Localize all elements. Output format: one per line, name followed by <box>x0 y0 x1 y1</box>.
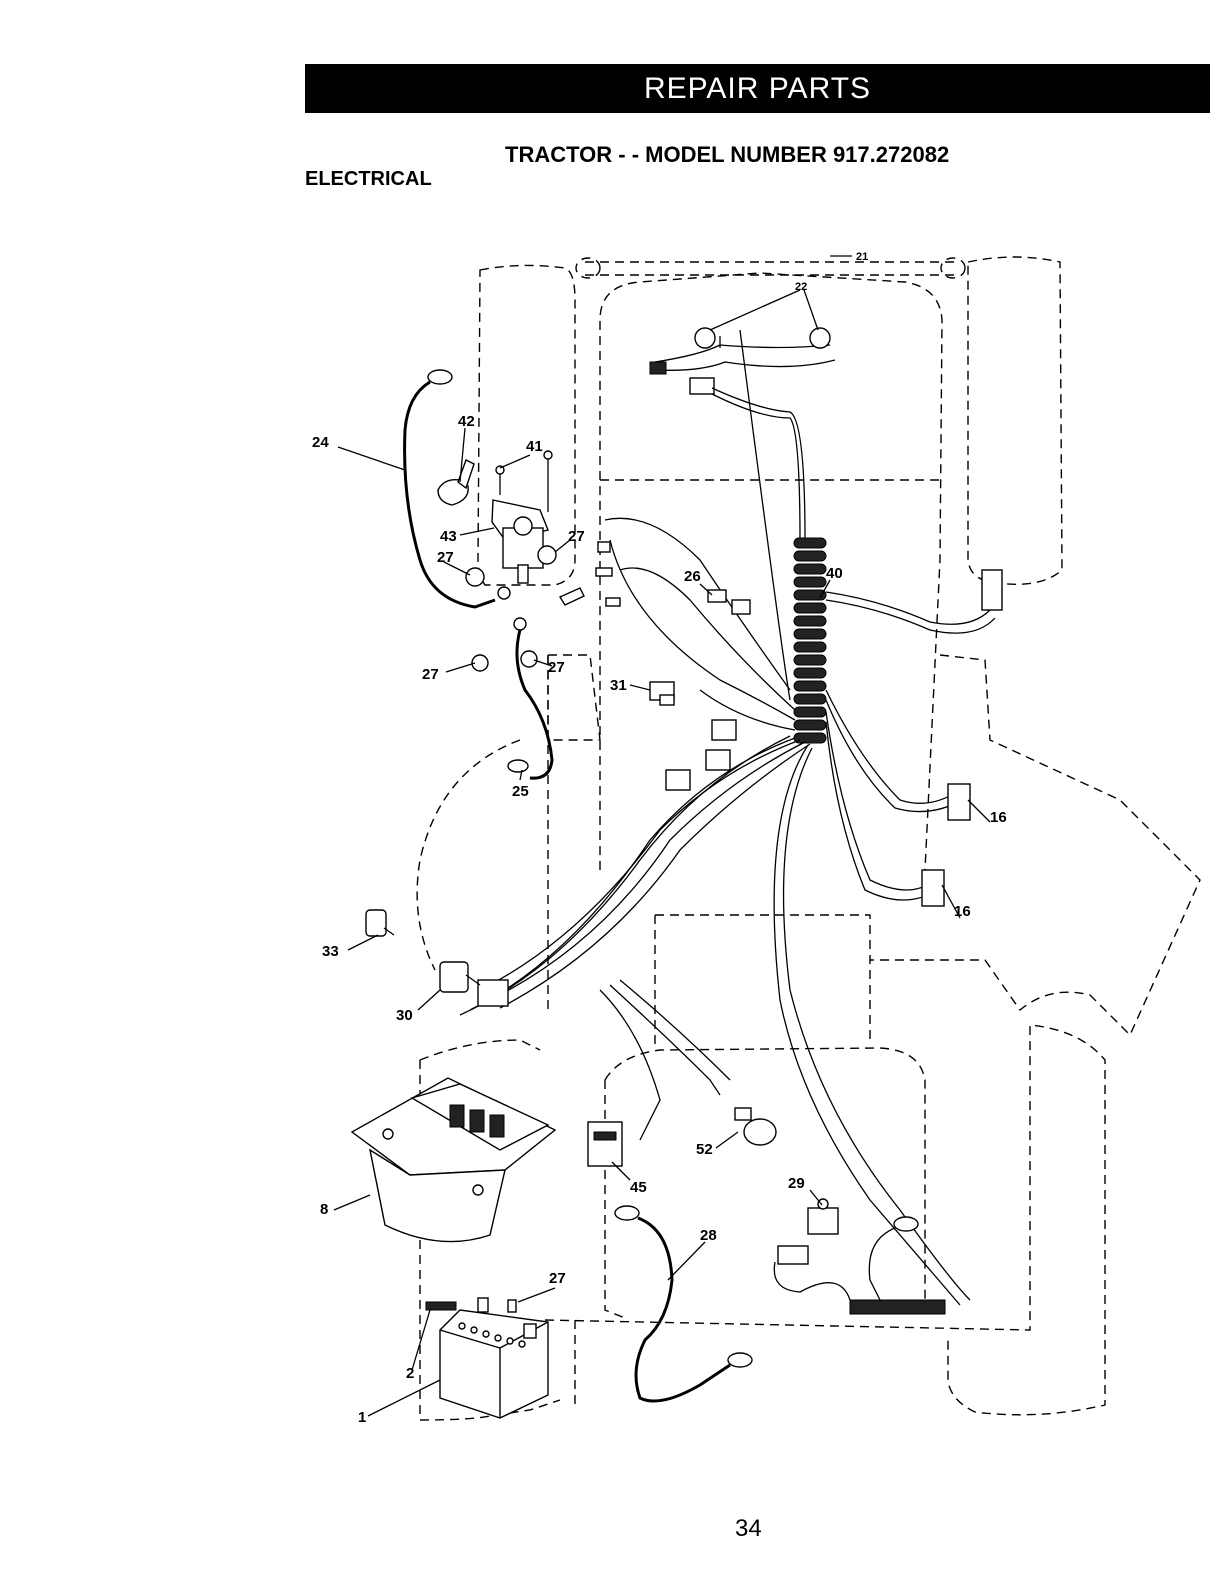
callout-27-lower-right: 27 <box>548 659 565 676</box>
solenoid-assembly <box>437 450 585 672</box>
hour-meter-45 <box>587 1121 623 1167</box>
ignition-switch-30 <box>439 961 509 1007</box>
callout-29: 29 <box>788 1175 805 1192</box>
callout-27-battery: 27 <box>549 1270 566 1287</box>
callout-33: 33 <box>322 943 339 960</box>
repair-parts-banner: REPAIR PARTS <box>305 64 1210 113</box>
callout-45: 45 <box>630 1179 647 1196</box>
callout-27-lower-left: 27 <box>422 666 439 683</box>
ground-cable-28 <box>614 1205 753 1403</box>
callout-31: 31 <box>610 677 627 694</box>
callout-leaders <box>333 255 991 1417</box>
relay-31 <box>649 681 675 706</box>
cable-25 <box>507 629 554 780</box>
ignition-key-33 <box>365 909 395 937</box>
callout-21: 21 <box>856 251 868 263</box>
switch-29 <box>773 1198 946 1315</box>
callout-40: 40 <box>826 565 843 582</box>
connector-26 <box>707 589 751 615</box>
callout-25: 25 <box>512 783 529 800</box>
callout-8: 8 <box>320 1201 328 1218</box>
page-number: 34 <box>735 1515 762 1542</box>
model-number-title: TRACTOR - - MODEL NUMBER 917.272082 <box>505 142 950 167</box>
battery-cable-24 <box>403 369 496 609</box>
light-52 <box>734 1107 777 1146</box>
harness-conduit <box>793 537 1003 907</box>
callout-24: 24 <box>312 434 329 451</box>
battery-box-8 <box>350 1077 557 1243</box>
callout-52: 52 <box>696 1141 713 1158</box>
callout-16-lower: 16 <box>954 903 971 920</box>
mid-connectors <box>595 541 737 791</box>
main-wire-bundle <box>459 329 971 1306</box>
callout-42: 42 <box>458 413 475 430</box>
callout-28: 28 <box>700 1227 717 1244</box>
callout-27-solenoid-right: 27 <box>568 528 585 545</box>
callout-26: 26 <box>684 568 701 585</box>
battery-1 <box>425 1297 549 1419</box>
headlight-harness <box>649 327 836 541</box>
callout-16-upper: 16 <box>990 809 1007 826</box>
callout-43: 43 <box>440 528 457 545</box>
section-title: ELECTRICAL <box>305 168 432 190</box>
callout-2: 2 <box>406 1365 414 1382</box>
callout-27-solenoid-left: 27 <box>437 549 454 566</box>
callout-22: 22 <box>795 281 807 293</box>
callout-1: 1 <box>358 1409 366 1426</box>
callout-30: 30 <box>396 1007 413 1024</box>
callout-41: 41 <box>526 438 543 455</box>
callout-numbers: 22 21 24 42 41 43 27 27 26 40 27 27 31 2… <box>312 251 1007 1426</box>
